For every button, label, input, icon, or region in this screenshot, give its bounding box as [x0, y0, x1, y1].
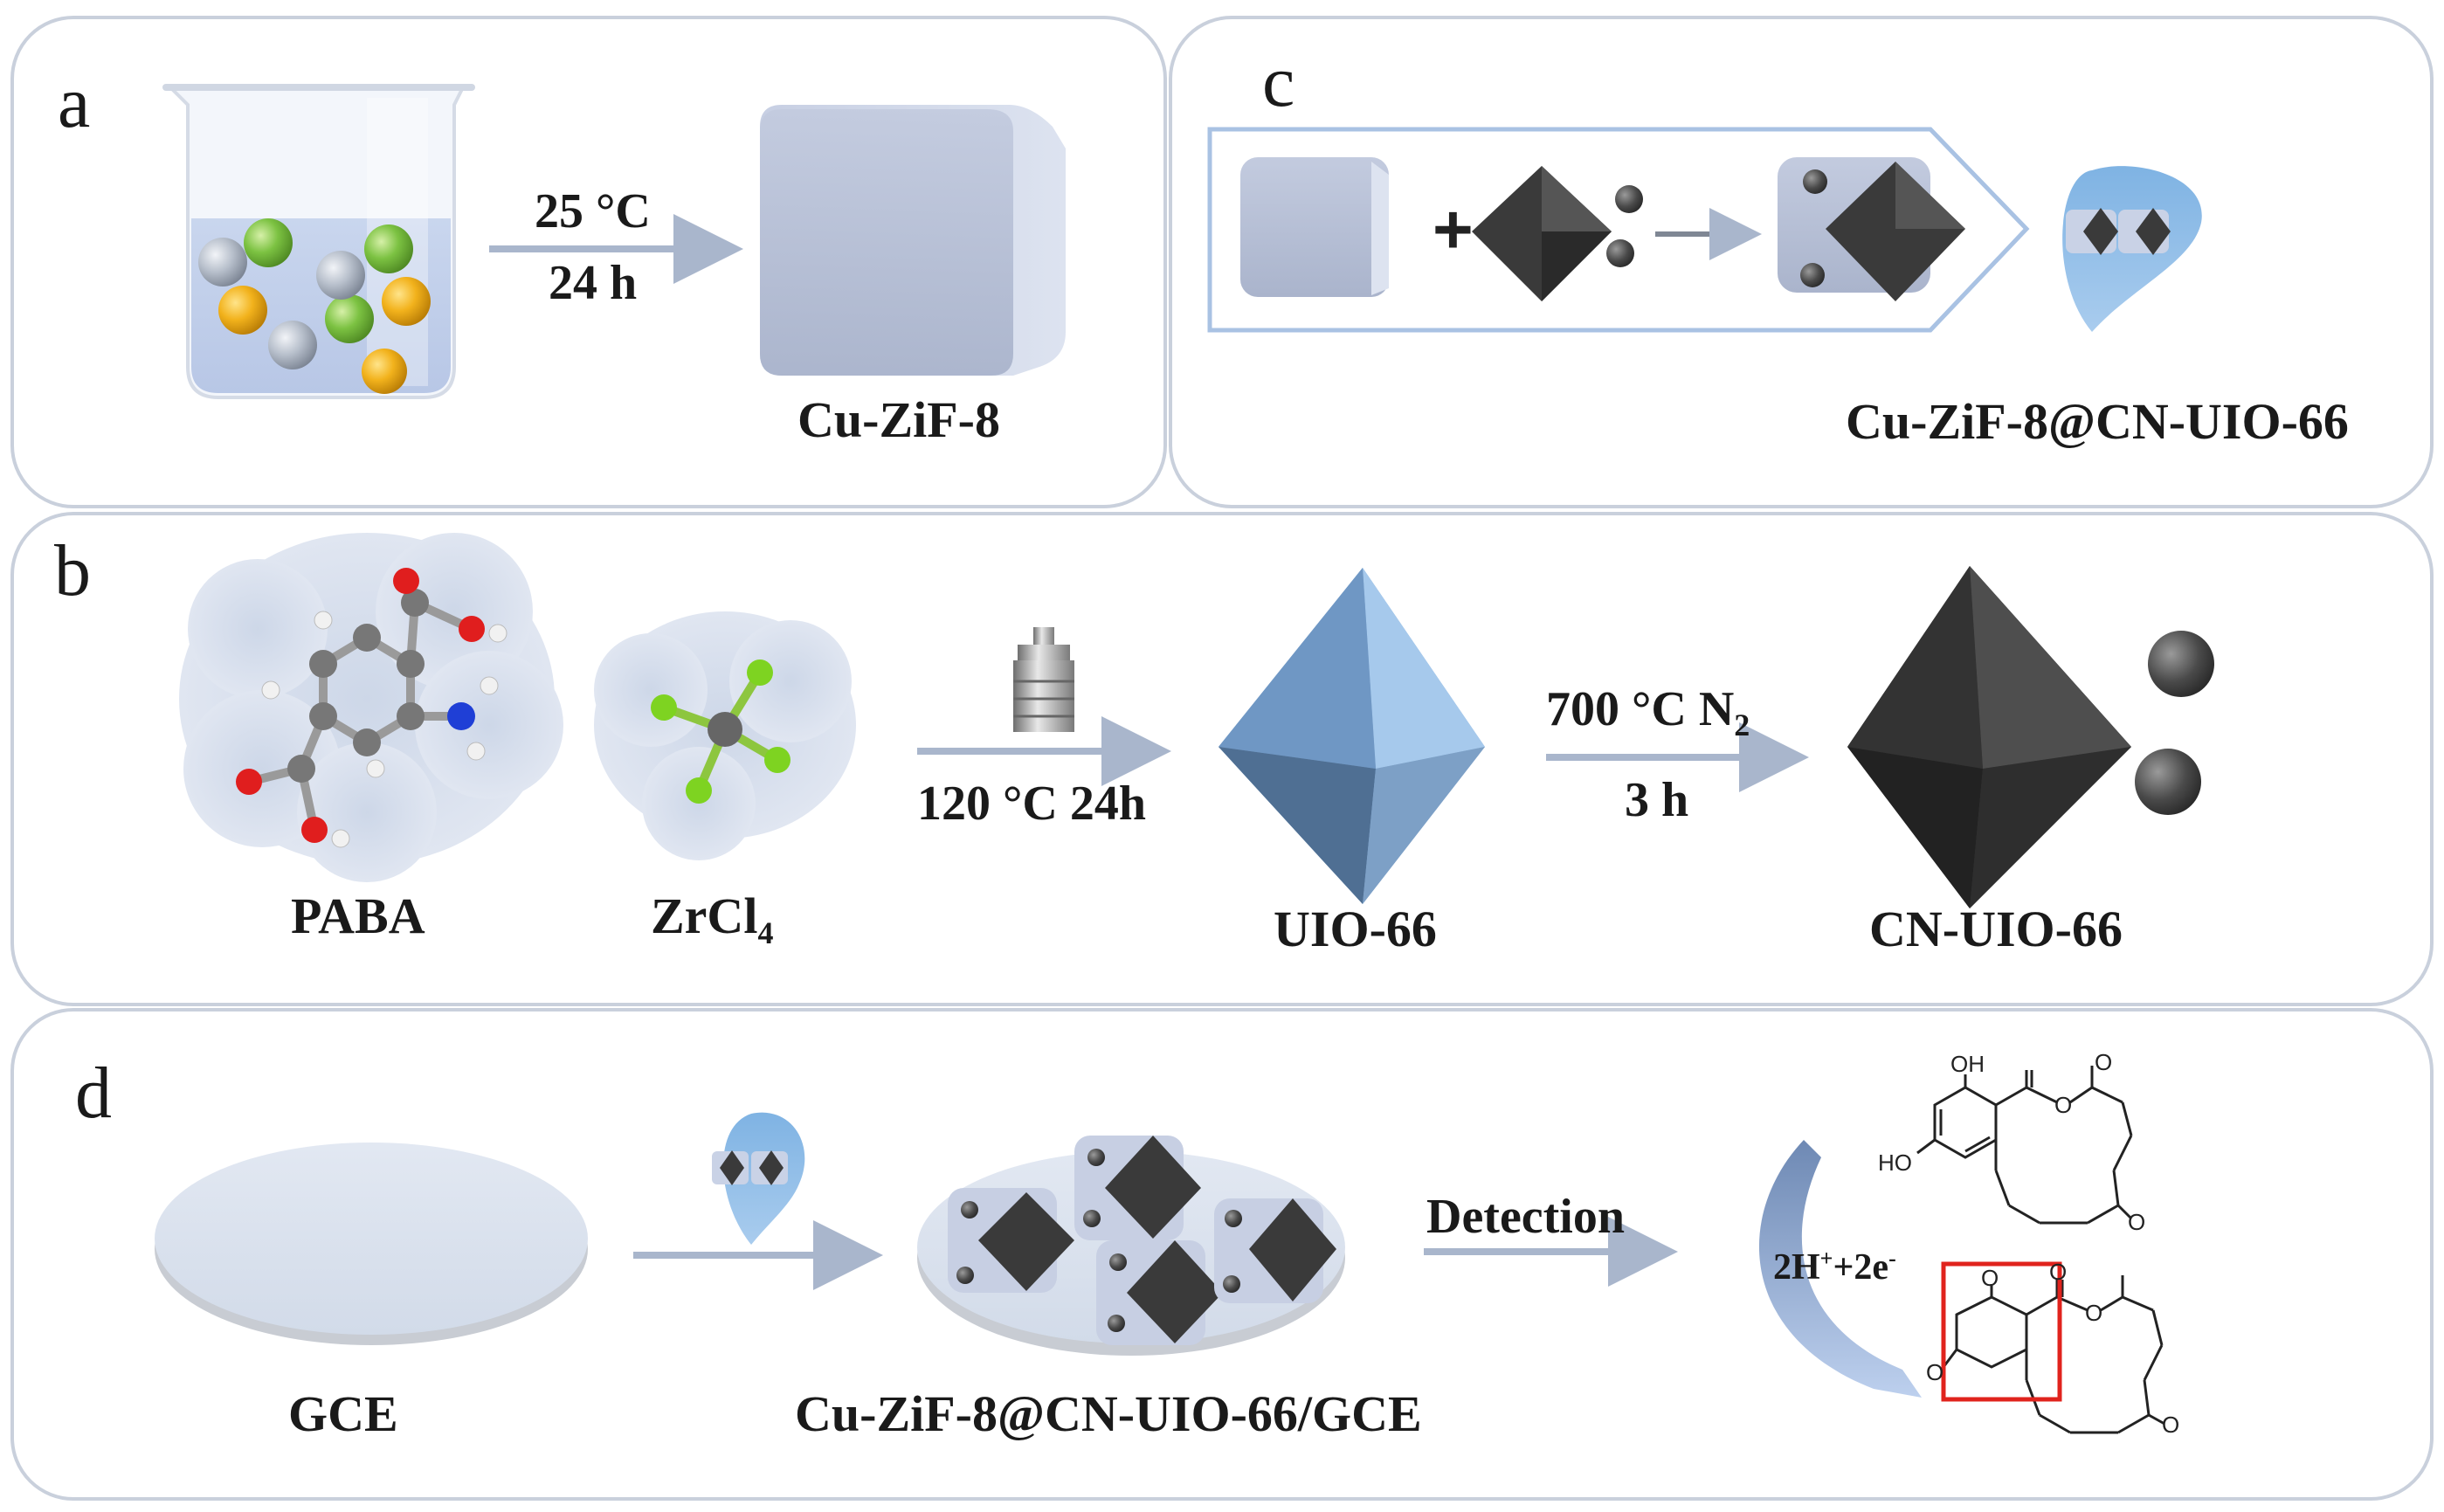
paba-cloud — [179, 533, 563, 882]
pressure-weight-icon — [1013, 627, 1074, 732]
cu-zif8-cube — [760, 105, 1066, 376]
panel-a-condition-time: 24 h — [549, 256, 638, 310]
panel-label-d: d — [75, 1053, 112, 1134]
panel-b-frame — [10, 512, 2434, 1006]
paba-atoms — [236, 568, 507, 848]
panel-d-frame — [10, 1008, 2434, 1501]
oxygen-label: O — [2085, 1300, 2103, 1326]
cu-zif8-label: Cu-ZiF-8 — [797, 391, 1000, 448]
carbon-sphere — [1606, 239, 1634, 267]
panel-a-frame — [10, 16, 1167, 508]
oxygen-label: O — [2095, 1049, 2113, 1075]
panel-b-condition-3: 3 h — [1625, 773, 1689, 827]
oxygen-label: O — [2162, 1412, 2180, 1438]
panel-label-b: b — [54, 530, 91, 611]
zrcl4-label: ZrCl4 — [651, 887, 774, 950]
zearalenone-structure-bottom — [1942, 1275, 2165, 1434]
panel-b-condition-1: 120 °C 24h — [917, 777, 1146, 831]
oxygen-label: O — [2128, 1209, 2146, 1235]
small-cube-c — [1240, 157, 1389, 297]
reduced-site-highlight-box — [1941, 1261, 2062, 1402]
panel-label-c: c — [1262, 41, 1295, 122]
carbon-sphere — [1615, 185, 1643, 213]
zrcl4-molecule — [651, 659, 791, 804]
composite-pin-d — [712, 1112, 805, 1245]
reaction-electrons-label: 2H++2e- — [1773, 1246, 1896, 1288]
zearalenone-structure-top — [1916, 1066, 2133, 1225]
dark-octahedron-c — [1472, 166, 1612, 301]
plus-sign: + — [1433, 190, 1474, 268]
precursor-spheres — [198, 218, 431, 394]
carbon-sphere — [2148, 631, 2214, 697]
panel-label-a: a — [58, 62, 91, 143]
oxygen-label: O — [2049, 1259, 2068, 1285]
modified-electrode — [917, 1136, 1345, 1356]
gce-disc — [155, 1143, 588, 1345]
paba-label: PABA — [291, 887, 425, 944]
composite-c — [1778, 157, 1965, 301]
uio66-label: UIO-66 — [1274, 901, 1437, 957]
oxygen-label: O — [1926, 1359, 1944, 1385]
reduction-curved-arrow — [1758, 1140, 1922, 1398]
hydroxyl-label-top: OH — [1950, 1051, 1985, 1077]
detection-label: Detection — [1426, 1190, 1626, 1244]
oxygen-label: O — [1981, 1265, 1999, 1291]
panel-c-frame — [1169, 16, 2434, 508]
hydroxyl-label-left: HO — [1878, 1150, 1912, 1176]
uio66-octahedron — [1219, 568, 1485, 904]
composite-pin-c — [2053, 150, 2202, 332]
oxygen-label: O — [2054, 1092, 2073, 1118]
modified-electrode-label: Cu-ZiF-8@CN-UIO-66/GCE — [795, 1385, 1422, 1442]
carbon-sphere — [2135, 749, 2201, 815]
gce-label: GCE — [288, 1385, 398, 1442]
panel-b-condition-2: 700 °C N2 — [1546, 682, 1750, 742]
panel-c-inner-frame — [1207, 127, 2030, 333]
cn-uio66-label: CN-UIO-66 — [1869, 901, 2123, 957]
cn-uio66-octahedron — [1847, 566, 2131, 908]
panel-a-condition-temperature: 25 °C — [535, 184, 651, 238]
composite-label: Cu-ZiF-8@CN-UIO-66 — [1846, 393, 2349, 450]
